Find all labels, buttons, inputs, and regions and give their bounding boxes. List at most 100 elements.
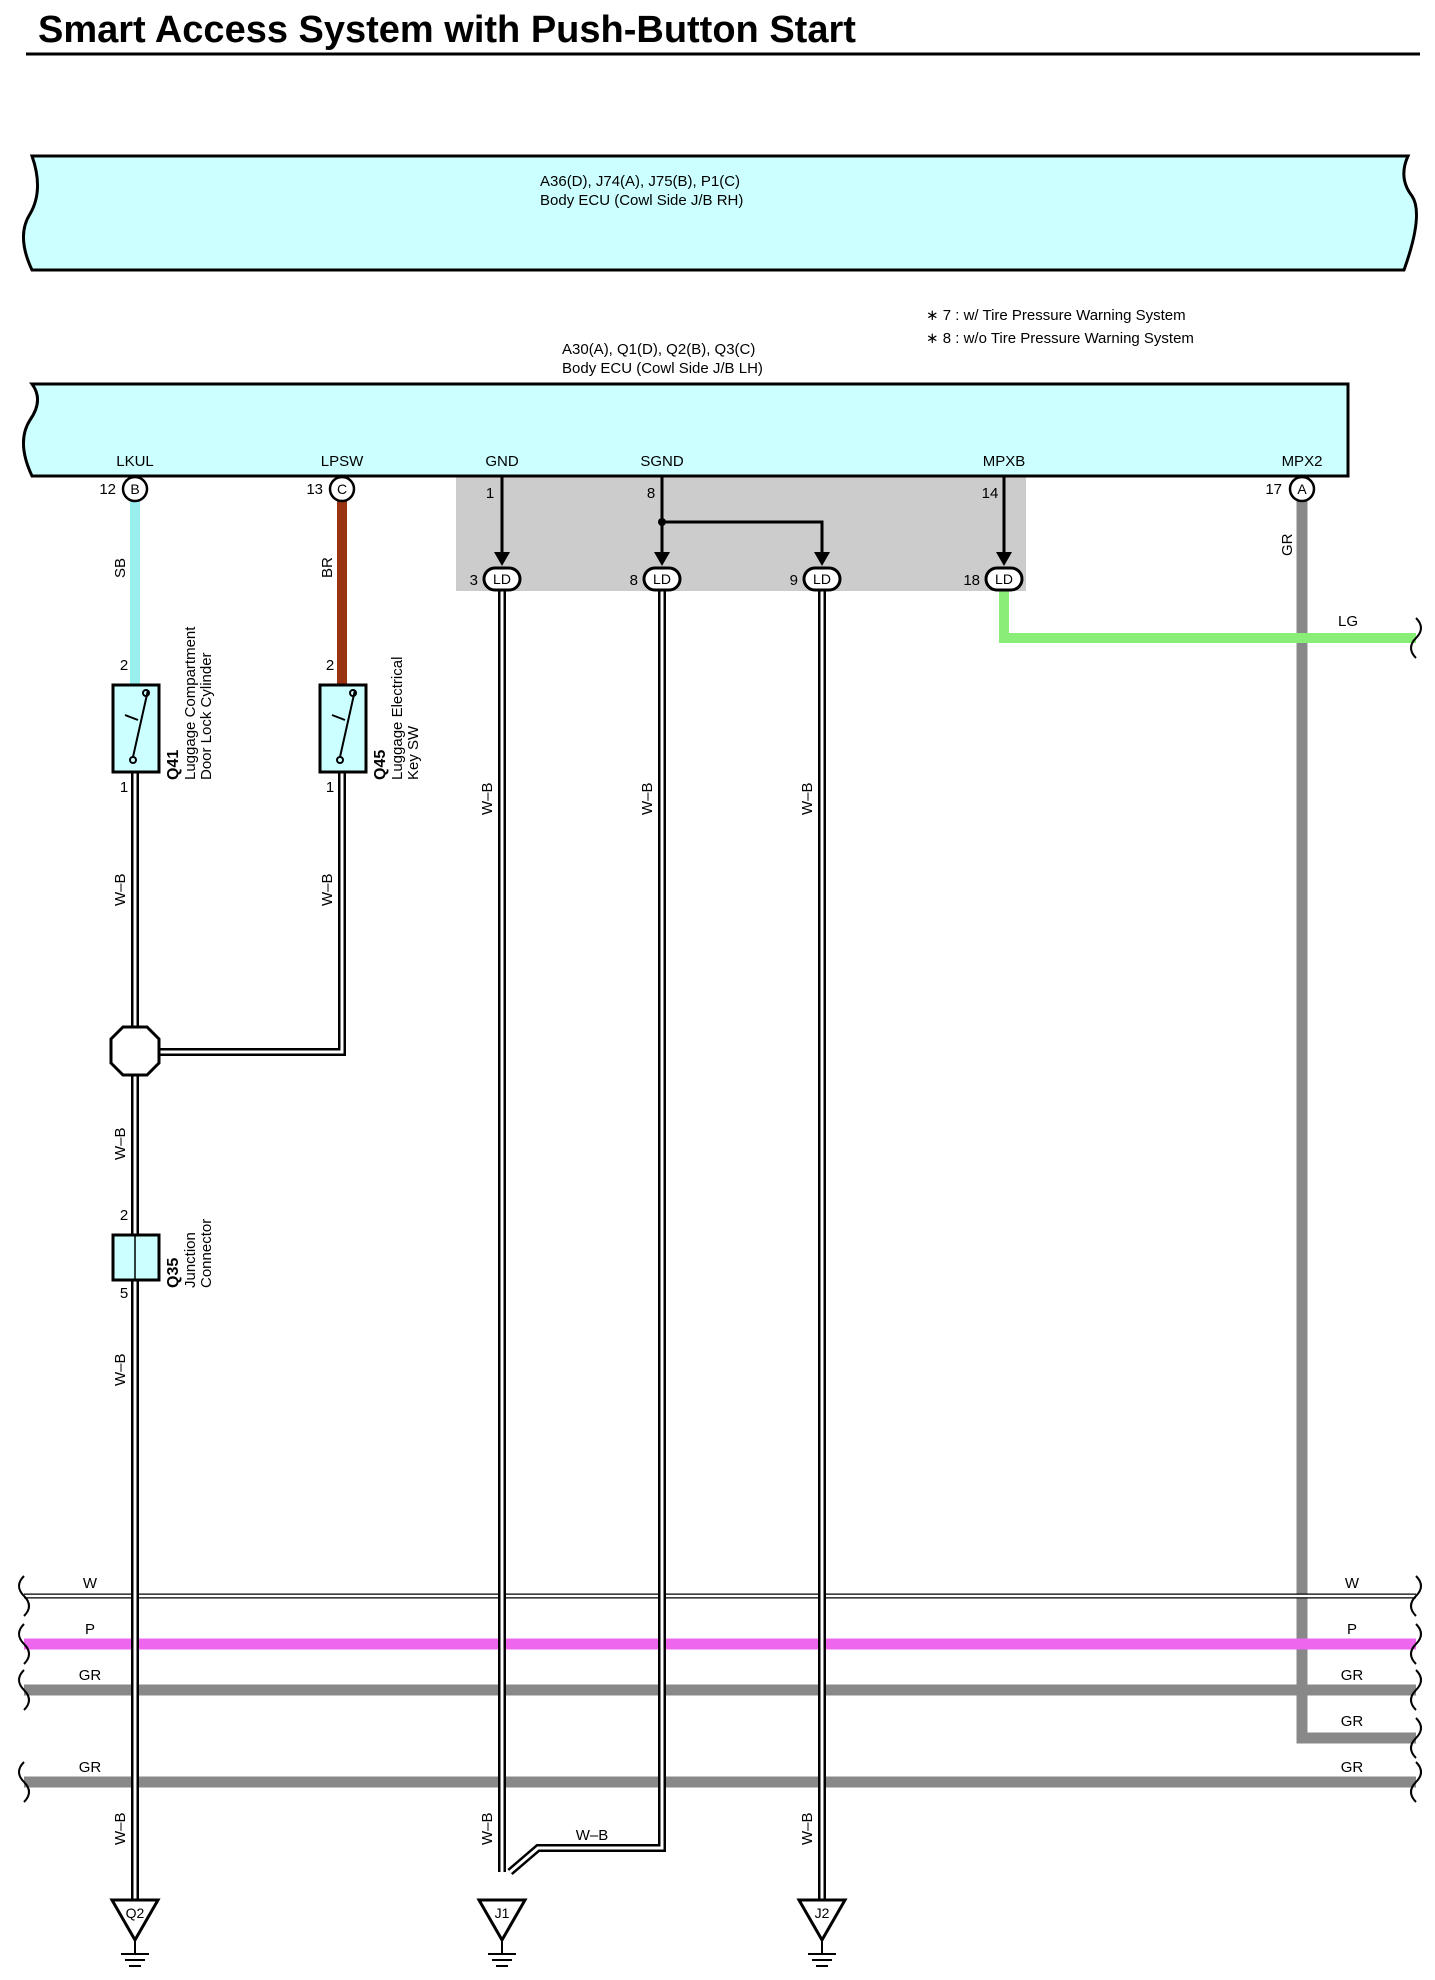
- ld-connector-18: LD 18: [963, 566, 1024, 592]
- label-gr-mpx2: GR: [1279, 533, 1296, 556]
- label-wb-j1: W–B: [479, 1812, 496, 1845]
- label-wb-gnd: W–B: [479, 782, 496, 815]
- q41-pin-bottom: 1: [120, 779, 128, 796]
- terminal-sgnd: SGND: [640, 453, 684, 470]
- shield-area: [456, 476, 1026, 591]
- svg-text:Door Lock Cylinder: Door Lock Cylinder: [198, 652, 215, 780]
- pin-num-mpxb: 14: [982, 485, 999, 502]
- svg-text:3: 3: [470, 572, 478, 589]
- q45-pin-bottom: 1: [326, 779, 334, 796]
- terminal-gnd: GND: [485, 453, 519, 470]
- ground-j1: J1: [476, 1898, 528, 1967]
- pin-num-sgnd: 8: [647, 485, 655, 502]
- svg-text:8: 8: [630, 572, 638, 589]
- label-br: BR: [319, 557, 336, 578]
- svg-text:18: 18: [963, 572, 980, 589]
- bus-break-left: [18, 1575, 30, 1803]
- bus-label-w-left: W: [83, 1575, 98, 1592]
- terminal-lkul: LKUL: [116, 453, 154, 470]
- wb-wires: [131, 588, 826, 1900]
- svg-text:9: 9: [790, 572, 798, 589]
- q35-pin-top: 2: [120, 1207, 128, 1224]
- label-wb-q45: W–B: [319, 873, 336, 906]
- q35-pin-bottom: 5: [120, 1285, 128, 1302]
- pin-circle-lkul: B: [121, 475, 149, 503]
- svg-text:J2: J2: [815, 1905, 830, 1921]
- ecu-lh-name: Body ECU (Cowl Side J/B LH): [562, 360, 763, 377]
- page-title: Smart Access System with Push-Button Sta…: [38, 9, 856, 51]
- bus-label-gr1-right: GR: [1341, 1667, 1364, 1684]
- label-wb-sgnd: W–B: [639, 782, 656, 815]
- bus-label-p-right: P: [1347, 1621, 1357, 1638]
- bus-label-gr1-left: GR: [79, 1667, 102, 1684]
- label-wb-q35: W–B: [112, 1353, 129, 1386]
- svg-text:Q2: Q2: [126, 1905, 145, 1921]
- label-wb-ld9: W–B: [799, 782, 816, 815]
- svg-text:Q35: Q35: [165, 1258, 182, 1288]
- ld-connector-8: LD 8: [630, 566, 682, 592]
- bus-label-p-left: P: [85, 1621, 95, 1638]
- svg-text:Q41: Q41: [165, 750, 182, 780]
- svg-text:A: A: [1297, 481, 1307, 497]
- q45-switch: [318, 683, 368, 774]
- ecu-rh-code: A36(D), J74(A), J75(B), P1(C): [540, 173, 740, 190]
- q35-label: Q35 Junction Connector: [165, 1219, 215, 1288]
- svg-text:C: C: [337, 481, 347, 497]
- svg-text:Key SW: Key SW: [405, 725, 422, 780]
- ground-q2: Q2: [109, 1898, 161, 1967]
- q41-switch: [111, 683, 161, 774]
- q45-pin-top: 2: [326, 657, 334, 674]
- bus-break-right: [1410, 617, 1422, 1803]
- note-7: ∗ 7 : w/ Tire Pressure Warning System: [926, 307, 1186, 324]
- shield-wires: [500, 476, 1006, 556]
- label-wb-j1-branch: W–B: [576, 1827, 609, 1844]
- pin-circle-lpsw: C: [328, 475, 356, 503]
- bus-label-gr-mpx2-right: GR: [1341, 1713, 1364, 1730]
- svg-text:Luggage Compartment: Luggage Compartment: [182, 626, 199, 780]
- label-wb-splice: W–B: [112, 1127, 129, 1160]
- bus-label-gr2-left: GR: [79, 1759, 102, 1776]
- label-sb: SB: [112, 558, 129, 578]
- ld-arrows: [494, 552, 1012, 566]
- ground-j2: J2: [796, 1898, 848, 1967]
- terminal-mpx2: MPX2: [1282, 453, 1323, 470]
- svg-text:LD: LD: [995, 571, 1013, 587]
- ld-connector-3: LD 3: [470, 566, 522, 592]
- wire-lg: [999, 590, 1416, 643]
- svg-text:Connector: Connector: [198, 1219, 215, 1288]
- pin-num-gnd: 1: [486, 485, 494, 502]
- q41-label: Q41 Luggage Compartment Door Lock Cylind…: [165, 626, 215, 780]
- wire-gr-mpx2: [1296, 500, 1416, 1744]
- pin-num-lpsw: 13: [306, 481, 323, 498]
- label-wb-j2: W–B: [799, 1812, 816, 1845]
- label-wb-q2: W–B: [112, 1812, 129, 1845]
- ecu-rh-name: Body ECU (Cowl Side J/B RH): [540, 192, 743, 209]
- svg-text:Q45: Q45: [372, 750, 389, 780]
- ld-connector-9: LD 9: [790, 566, 842, 592]
- pin-num-mpx2: 17: [1265, 481, 1282, 498]
- q35-junction: [111, 1233, 161, 1282]
- svg-text:Junction: Junction: [182, 1232, 199, 1288]
- body-ecu-lh-box: [22, 382, 1350, 478]
- svg-text:LD: LD: [813, 571, 831, 587]
- label-wb-q41: W–B: [112, 873, 129, 906]
- label-lg: LG: [1338, 613, 1358, 630]
- svg-text:B: B: [130, 481, 139, 497]
- terminal-lpsw: LPSW: [321, 453, 364, 470]
- q41-pin-top: 2: [120, 657, 128, 674]
- splice-point: [109, 1025, 161, 1077]
- bus-label-gr2-right: GR: [1341, 1759, 1364, 1776]
- terminal-mpxb: MPXB: [983, 453, 1026, 470]
- note-8: ∗ 8 : w/o Tire Pressure Warning System: [926, 330, 1194, 347]
- pin-circle-mpx2: A: [1288, 475, 1316, 503]
- svg-text:LD: LD: [653, 571, 671, 587]
- svg-text:J1: J1: [495, 1905, 510, 1921]
- pin-num-lkul: 12: [99, 481, 116, 498]
- q45-label: Q45 Luggage Electrical Key SW: [372, 657, 422, 780]
- bus-label-w-right: W: [1345, 1575, 1360, 1592]
- splice-dot-sgnd: [658, 518, 666, 526]
- svg-text:LD: LD: [493, 571, 511, 587]
- body-ecu-rh-box: [22, 154, 1418, 272]
- ecu-lh-code: A30(A), Q1(D), Q2(B), Q3(C): [562, 341, 755, 358]
